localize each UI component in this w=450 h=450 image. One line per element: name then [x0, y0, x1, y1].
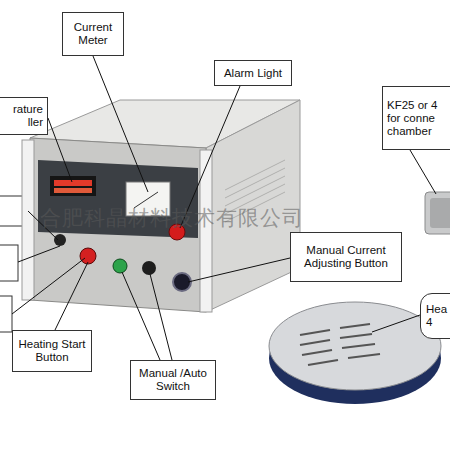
callout-text: Manual Current Adjusting Button — [294, 244, 398, 270]
front-handle — [22, 140, 34, 300]
heater-slots — [300, 324, 380, 365]
callout-box: KF25 or 4 for conne chamber — [382, 86, 450, 150]
power-switch — [54, 234, 66, 246]
callout-box: rature ller — [0, 97, 48, 135]
temp-display — [50, 176, 96, 196]
watermark: 合肥科晶材料技术有限公司 — [40, 204, 304, 232]
leader-lines — [12, 56, 436, 360]
callout-text: Current Meter — [65, 21, 121, 47]
kf25-flange — [425, 192, 450, 234]
green-button — [113, 259, 127, 273]
heating-start-button — [80, 248, 96, 264]
temp-digits — [54, 180, 92, 186]
callout-text: Manual /Auto Switch — [133, 367, 213, 393]
callout-text: rature ller — [1, 103, 43, 129]
meter-needle — [134, 192, 158, 208]
cut-callout-box — [0, 296, 12, 332]
kf25-flange — [430, 198, 450, 228]
callout-box: Alarm Light — [214, 60, 292, 86]
callout-box: Manual Current Adjusting Button — [290, 232, 402, 282]
callout-box: Hea 4 — [420, 293, 450, 339]
callout-box: Manual /Auto Switch — [130, 360, 216, 400]
callout-box: Heating Start Button — [12, 330, 92, 372]
callout-text: Hea 4 — [426, 303, 450, 329]
front-handle — [200, 150, 212, 312]
callout-box: Current Meter — [62, 12, 124, 56]
callout-text: KF25 or 4 for conne chamber — [387, 99, 449, 138]
callout-text: Alarm Light — [216, 67, 290, 80]
manual-auto-switch — [142, 261, 156, 275]
temp-digits — [54, 188, 92, 193]
cut-callout-box — [0, 245, 18, 281]
callout-text: Heating Start Button — [15, 338, 89, 364]
heater-top — [269, 302, 441, 390]
